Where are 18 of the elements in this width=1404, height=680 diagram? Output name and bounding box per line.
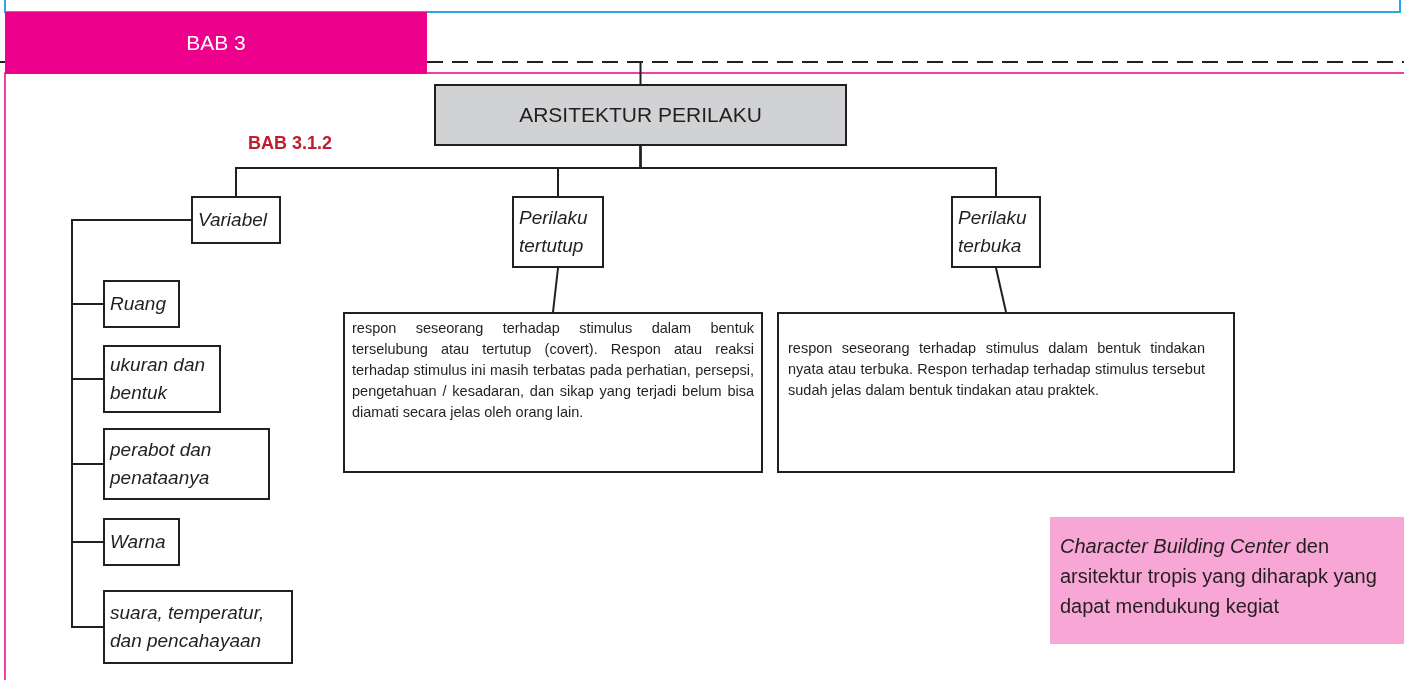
description-box: respon seseorang terhadap stimulus dalam bentuk tindakan nyata atau terbuka. Respon terhadap terhadap stimulus tersebut sudah jelas dalam bentuk tindakan atau praktek. [777,312,1235,473]
category-box: Warna [103,518,180,566]
connector-line [639,61,642,85]
connector-line [639,145,997,197]
connector-line [552,267,559,313]
title-box: ARSITEKTUR PERILAKU [434,84,847,146]
chapter-banner: BAB 3 [5,12,427,74]
connector-line [995,267,1007,313]
note-panel: Character Building Center den arsitektur tropis yang diharapk yang dapat mendukung kegiat [1050,517,1404,644]
description-box: respon seseorang terhadap stimulus dalam bentuk terselubung atau tertutup (covert). Respon atau reaksi terhadap stimulus ini masih terbatas pada perhatian, persepsi, pengetahuan / kesadaran, dan sikap yang terjadi belum bisa diamati secara jelas oleh orang lain. [343,312,763,473]
category-box: ukuran dan bentuk [103,345,221,413]
category-box: Perilaku tertutup [512,196,604,268]
category-box: perabot dan penataanya [103,428,270,500]
category-box: Ruang [103,280,180,328]
section-number: BAB 3.1.2 [248,132,333,155]
category-box: Perilaku terbuka [951,196,1041,268]
category-box: Variabel [191,196,281,244]
category-box: suara, temperatur, dan pencahayaan [103,590,293,664]
